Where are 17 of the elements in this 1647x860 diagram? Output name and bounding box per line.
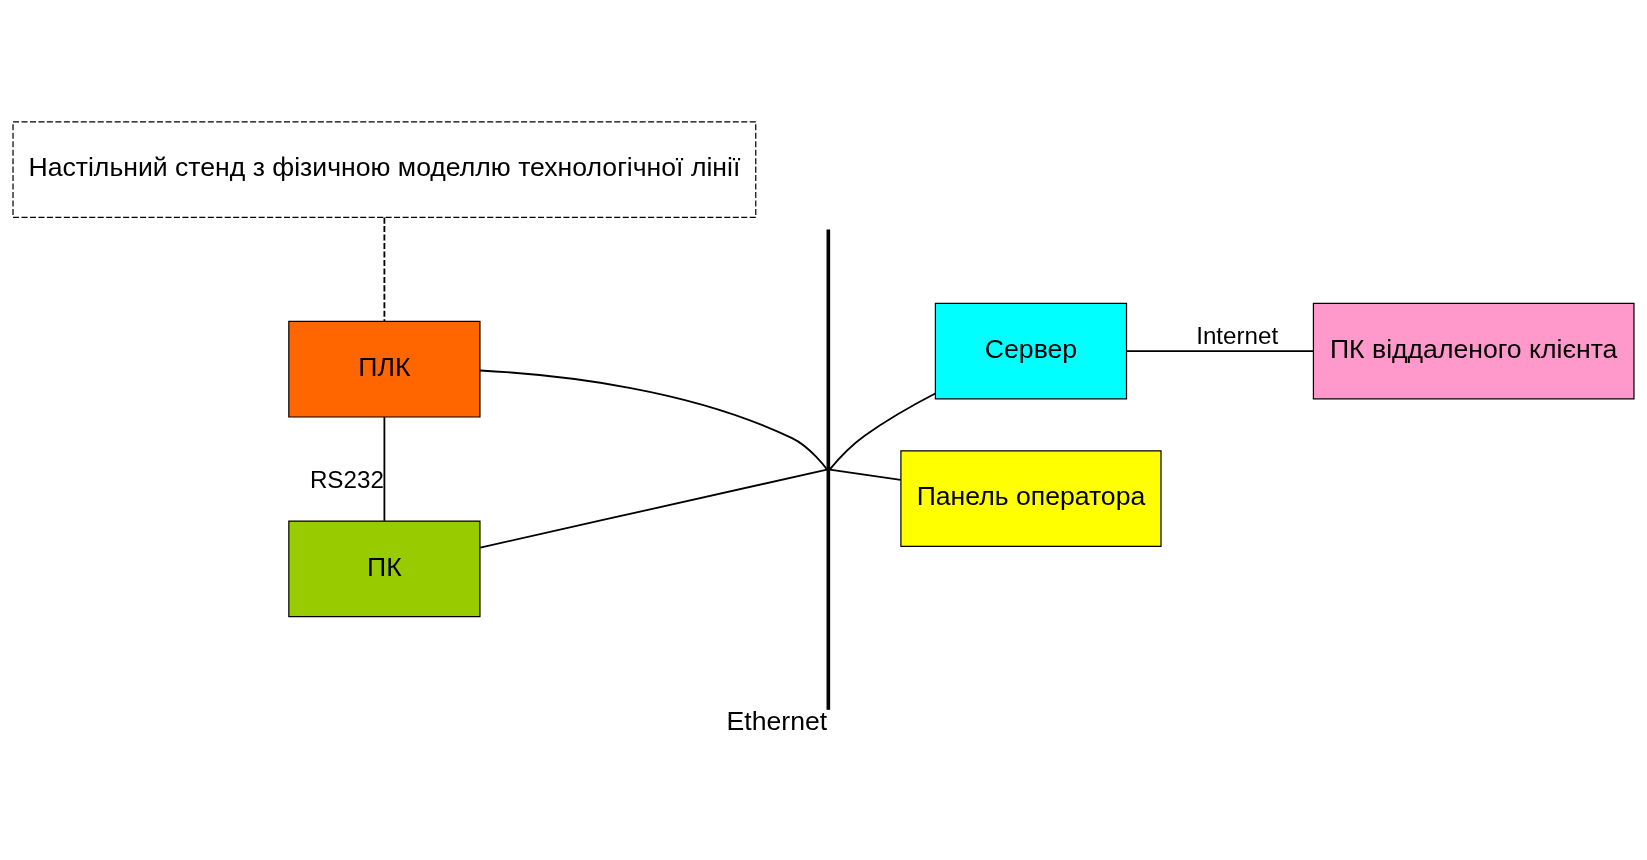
node-box: Настільний стенд з фізичною моделлю технологічної лінії	[12, 121, 757, 218]
node-box: ПК віддаленого клієнта	[1312, 302, 1635, 400]
node-box: Сервер	[934, 302, 1128, 400]
edge-label: Internet	[1196, 321, 1279, 349]
node-box: ПК	[288, 520, 481, 618]
connector	[383, 216, 386, 323]
node-box: ПЛК	[288, 320, 481, 418]
connector	[828, 468, 902, 481]
connector	[828, 392, 937, 471]
connector	[479, 369, 828, 471]
connector	[479, 468, 828, 549]
node-label: Ethernet	[726, 706, 828, 737]
node-box: Панель оператора	[900, 450, 1162, 548]
node-bar	[826, 229, 831, 710]
connector	[1125, 350, 1315, 352]
connector	[383, 416, 386, 522]
edge-label: RS232	[309, 466, 384, 494]
